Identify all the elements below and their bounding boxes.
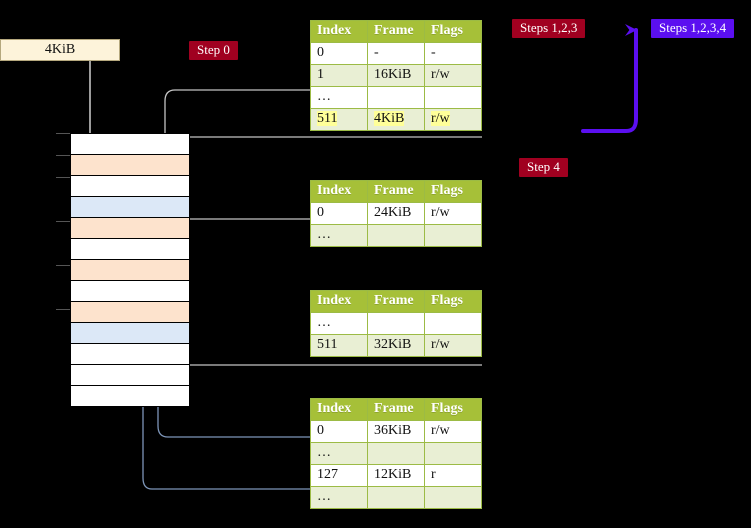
memory-block <box>71 134 189 155</box>
cell-index: 127 <box>310 464 368 487</box>
cell-flags: r/w <box>424 420 482 443</box>
column-header-flags: Flags <box>424 180 482 203</box>
memory-block <box>71 155 189 176</box>
badge-steps-1-2-3-4: Steps 1,2,3,4 <box>651 19 735 38</box>
table-row: 1 16KiB r/w <box>310 64 482 87</box>
table-row: … <box>310 486 482 509</box>
column-header-frame: Frame <box>367 180 425 203</box>
cell-index: … <box>310 312 368 335</box>
block-tick <box>56 309 70 310</box>
table-row-highlighted: 511 4KiB r/w <box>310 108 482 131</box>
cell-flags <box>424 486 482 509</box>
memory-size-box: 4KiB <box>0 39 120 61</box>
table-row: 511 32KiB r/w <box>310 334 482 357</box>
cell-index: 0 <box>310 42 368 65</box>
badge-step-0: Step 0 <box>189 41 238 60</box>
table-row: … <box>310 442 482 465</box>
cell-flags: r/w <box>424 334 482 357</box>
cell-frame: 24KiB <box>367 202 425 225</box>
memory-block <box>71 344 189 365</box>
cell-flags <box>424 312 482 335</box>
cell-index: 0 <box>310 420 368 443</box>
cell-index: … <box>310 86 368 109</box>
column-header-index: Index <box>310 20 368 43</box>
badge-step-4: Step 4 <box>519 158 568 177</box>
table-header-row: Index Frame Flags <box>310 290 482 313</box>
block-tick <box>56 177 70 178</box>
memory-block <box>71 365 189 386</box>
cell-index: 511 <box>310 108 368 131</box>
memory-block <box>71 302 189 323</box>
cell-frame <box>367 312 425 335</box>
cell-index: … <box>310 442 368 465</box>
page-table-level1: Index Frame Flags 0 36KiB r/w … 127 12Ki… <box>310 398 482 509</box>
cell-index: 511 <box>310 334 368 357</box>
cell-frame: - <box>367 42 425 65</box>
cell-flags: r/w <box>424 108 482 131</box>
cell-frame: 16KiB <box>367 64 425 87</box>
cell-index: 1 <box>310 64 368 87</box>
memory-block <box>71 323 189 344</box>
page-table-level2: Index Frame Flags … 511 32KiB r/w <box>310 290 482 357</box>
cell-text: 4KiB <box>374 111 405 126</box>
cell-flags: - <box>424 42 482 65</box>
table-row: 0 - - <box>310 42 482 65</box>
memory-block <box>71 386 189 407</box>
cell-flags: r/w <box>424 202 482 225</box>
table-row: 127 12KiB r <box>310 464 482 487</box>
cell-text: r/w <box>431 111 450 126</box>
wire-l4-to-block <box>171 136 482 167</box>
cell-index: … <box>310 224 368 247</box>
badge-steps-1-2-3: Steps 1,2,3 <box>512 19 586 38</box>
cell-index: 0 <box>310 202 368 225</box>
table-row: 0 24KiB r/w <box>310 202 482 225</box>
cell-flags: r/w <box>424 64 482 87</box>
memory-block <box>71 260 189 281</box>
cell-flags <box>424 86 482 109</box>
cell-frame: 4KiB <box>367 108 425 131</box>
block-tick <box>56 133 70 134</box>
memory-block <box>71 281 189 302</box>
table-header-row: Index Frame Flags <box>310 20 482 43</box>
cell-flags <box>424 224 482 247</box>
memory-block <box>71 176 189 197</box>
cell-frame <box>367 86 425 109</box>
block-tick <box>56 265 70 266</box>
cell-frame <box>367 486 425 509</box>
table-row: 0 36KiB r/w <box>310 420 482 443</box>
column-header-frame: Frame <box>367 20 425 43</box>
cell-frame: 36KiB <box>367 420 425 443</box>
cell-frame: 12KiB <box>367 464 425 487</box>
column-header-frame: Frame <box>367 290 425 313</box>
column-header-flags: Flags <box>424 290 482 313</box>
wire-steps-bracket <box>581 24 638 133</box>
column-header-index: Index <box>310 290 368 313</box>
column-header-index: Index <box>310 398 368 421</box>
page-table-level3: Index Frame Flags 0 24KiB r/w … <box>310 180 482 247</box>
memory-block <box>71 239 189 260</box>
table-row: … <box>310 224 482 247</box>
memory-block <box>71 218 189 239</box>
cell-frame <box>367 442 425 465</box>
table-header-row: Index Frame Flags <box>310 180 482 203</box>
table-row: … <box>310 86 482 109</box>
column-header-flags: Flags <box>424 20 482 43</box>
cell-frame: 32KiB <box>367 334 425 357</box>
table-row: … <box>310 312 482 335</box>
column-header-flags: Flags <box>424 398 482 421</box>
cell-flags: r <box>424 464 482 487</box>
block-tick <box>56 221 70 222</box>
table-header-row: Index Frame Flags <box>310 398 482 421</box>
column-header-frame: Frame <box>367 398 425 421</box>
memory-block <box>71 197 189 218</box>
column-header-index: Index <box>310 180 368 203</box>
page-table-level4: Index Frame Flags 0 - - 1 16KiB r/w … 51… <box>310 20 482 131</box>
cell-frame <box>367 224 425 247</box>
memory-block-column <box>70 133 190 407</box>
cell-index: … <box>310 486 368 509</box>
block-tick <box>56 155 70 156</box>
cell-text: 511 <box>317 111 338 126</box>
cell-flags <box>424 442 482 465</box>
